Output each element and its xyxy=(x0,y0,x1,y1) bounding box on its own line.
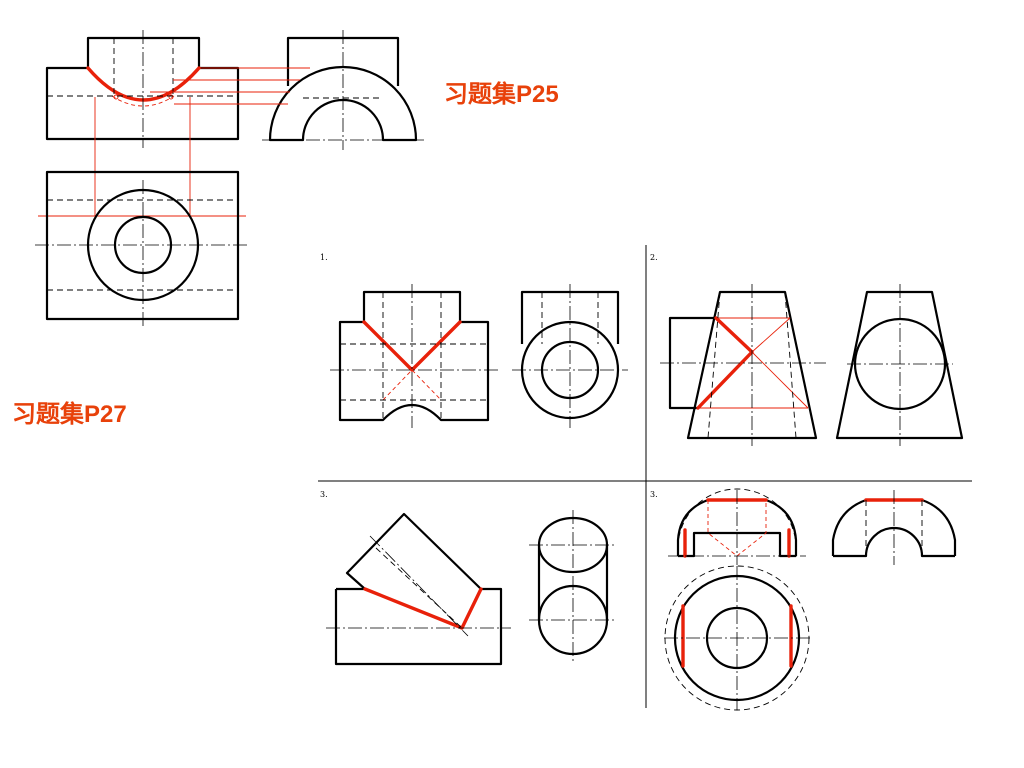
exercise-2-side-view xyxy=(835,284,964,446)
exercise-number-3a: 3. xyxy=(320,490,328,499)
exercise-number-2: 2. xyxy=(650,253,658,262)
exercise-3b-top-view xyxy=(664,565,810,711)
exercise-number-1: 1. xyxy=(320,253,328,262)
exercise-1-front-view xyxy=(330,284,498,428)
p25-projection-lines xyxy=(38,67,310,217)
p27-panel-dividers xyxy=(318,245,972,708)
exercise-3a-front-view xyxy=(326,512,511,666)
exercise-3b-front-view xyxy=(668,488,806,565)
exercise-number-3b: 3. xyxy=(650,490,658,499)
exercise-1-side-view xyxy=(512,284,628,428)
exercise-3b-side-view xyxy=(831,490,957,565)
heading-p27: 习题集P27 xyxy=(12,401,127,428)
p25-front-view xyxy=(45,30,240,148)
exercise-3a-side-view xyxy=(529,510,617,664)
p25-side-view xyxy=(262,30,424,150)
p25-top-view xyxy=(35,170,250,328)
exercise-2-front-view xyxy=(660,284,826,446)
heading-p25: 习题集P25 xyxy=(444,81,559,108)
